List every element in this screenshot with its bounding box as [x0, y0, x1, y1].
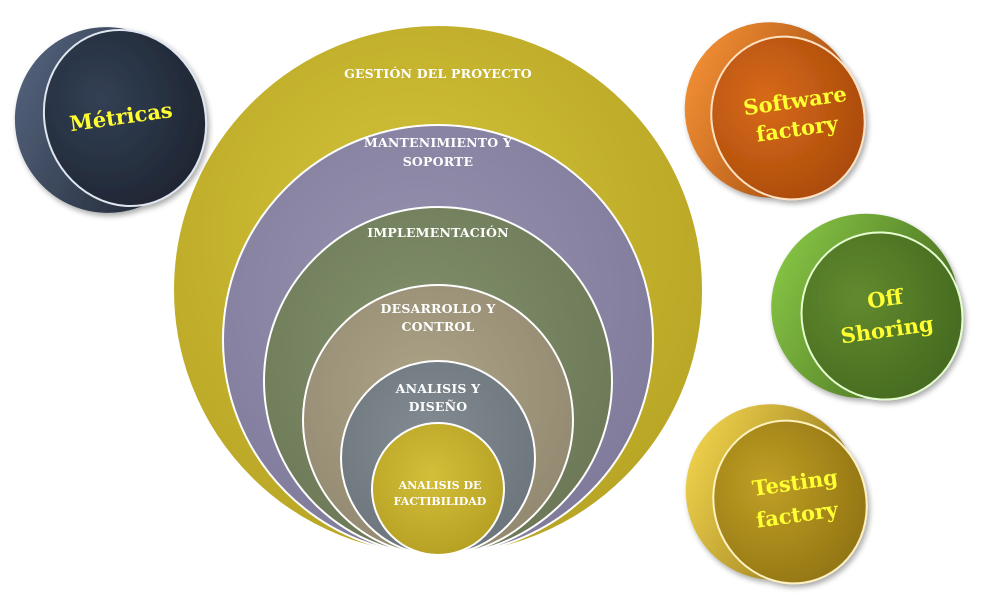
- label-analisis-diseno-line1: ANALISIS Y: [395, 381, 482, 396]
- nested-circles: [172, 24, 704, 556]
- disc-testing-factory: Testing factory: [685, 404, 868, 585]
- label-mantenimiento-line2: SOPORTE: [403, 154, 474, 169]
- label-gestion: GESTIÓN DEL PROYECTO: [344, 65, 532, 81]
- label-factibilidad-line1: ANALISIS DE: [398, 479, 482, 492]
- disc-off-shoring: Off Shoring: [771, 213, 964, 401]
- label-offshoring-line1: Off: [866, 283, 906, 313]
- label-implementacion: IMPLEMENTACIÓN: [367, 224, 508, 240]
- label-desarrollo-line2: CONTROL: [401, 319, 474, 334]
- disc-metricas: Métricas: [14, 27, 208, 213]
- label-mantenimiento-line1: MANTENIMIENTO Y: [364, 135, 513, 150]
- label-desarrollo-line1: DESARROLLO Y: [381, 301, 497, 316]
- disc-software-factory: Software factory: [684, 22, 866, 201]
- ring-analisis-de-factibilidad: [371, 422, 505, 556]
- label-factibilidad-line2: FACTIBILIDAD: [394, 495, 487, 508]
- ring-labels: GESTIÓN DEL PROYECTO MANTENIMIENTO Y SOP…: [344, 65, 532, 508]
- label-analisis-diseno-line2: DISEÑO: [409, 399, 468, 414]
